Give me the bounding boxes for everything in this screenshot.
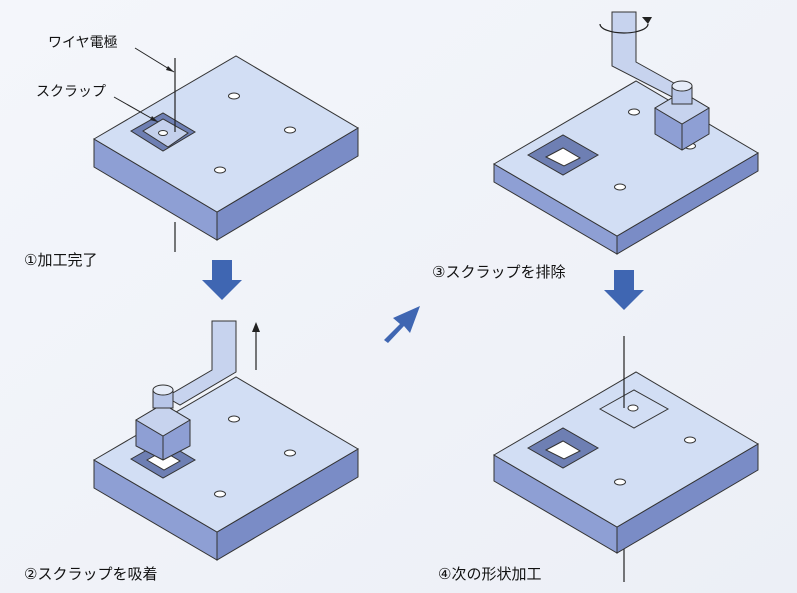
- next-shape-outline: [598, 389, 670, 429]
- scrap-label: スクラップ: [36, 84, 106, 100]
- suction-cylinder-top: [671, 80, 693, 92]
- plate-hole: [614, 478, 626, 486]
- scrap-hole-bottom: [544, 440, 582, 460]
- step1-caption: ①加工完了: [24, 251, 98, 269]
- plate-hole: [228, 92, 240, 100]
- step1-illustration: [93, 47, 359, 252]
- step3-caption: ③スクラップを排除: [432, 263, 566, 281]
- rotation-arrow: [599, 23, 649, 34]
- plate-top-face: [93, 376, 359, 533]
- step4-caption: ④次の形状加工: [438, 565, 542, 583]
- plate-hole: [284, 126, 296, 134]
- plate-top-face: [93, 55, 359, 213]
- step2-illustration: [93, 320, 359, 561]
- plate-hole: [284, 449, 296, 457]
- suction-head-top: [135, 403, 191, 437]
- plate-hole: [214, 490, 226, 498]
- plate-top-face: [493, 371, 759, 528]
- plate-hole: [628, 108, 640, 116]
- lift-arrowhead: [252, 322, 260, 332]
- step2-caption: ②スクラップを吸着: [24, 565, 158, 583]
- scrap-label-leader: [113, 96, 159, 123]
- robot-arm: [165, 320, 237, 406]
- flow-arrow-down: [202, 260, 242, 300]
- step3-illustration: [493, 11, 759, 255]
- flow-arrow-down: [604, 270, 644, 310]
- leader-arrowhead: [150, 116, 158, 122]
- start-hole: [627, 404, 639, 412]
- plate-hole: [228, 415, 240, 423]
- suction-cylinder-top: [152, 384, 174, 396]
- step4-illustration: [493, 336, 759, 582]
- leader-arrowhead: [166, 66, 174, 72]
- scrap-hole-bottom: [544, 147, 582, 167]
- wire-electrode-label: ワイヤ電極: [48, 35, 118, 51]
- rotation-arrowhead: [642, 17, 652, 24]
- plate-hole: [214, 166, 226, 174]
- plate-hole: [684, 436, 696, 444]
- scrap-hole-mark: [158, 130, 168, 136]
- plate-hole: [614, 183, 626, 191]
- flow-arrow-diagonal: [384, 306, 420, 343]
